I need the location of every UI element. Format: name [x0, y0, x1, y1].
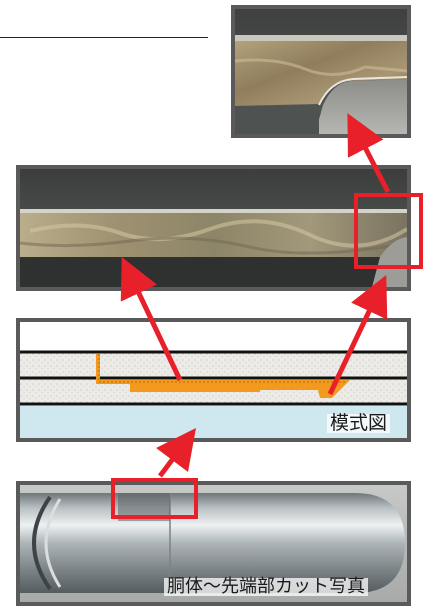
arrow-schematic-to-micrograph-right [327, 274, 388, 396]
highlight-region [96, 354, 350, 398]
cross-section-micrograph-panel [16, 165, 411, 291]
schematic-caption: 模式図 [327, 414, 391, 433]
arrow-photo-to-schematic [156, 428, 196, 478]
arrow-micrograph-to-closeup [347, 113, 391, 194]
top-rule-line [0, 37, 208, 38]
photo-highlight-box [111, 478, 198, 519]
schematic-diagram [20, 322, 407, 438]
photo-caption: 胴体～先端部カット写真 [164, 578, 368, 596]
schematic-panel [16, 318, 411, 442]
micrograph-highlight-box [354, 193, 423, 269]
arrow-schematic-to-micrograph-left [120, 256, 183, 382]
cross-section-micrograph-image [20, 169, 407, 287]
